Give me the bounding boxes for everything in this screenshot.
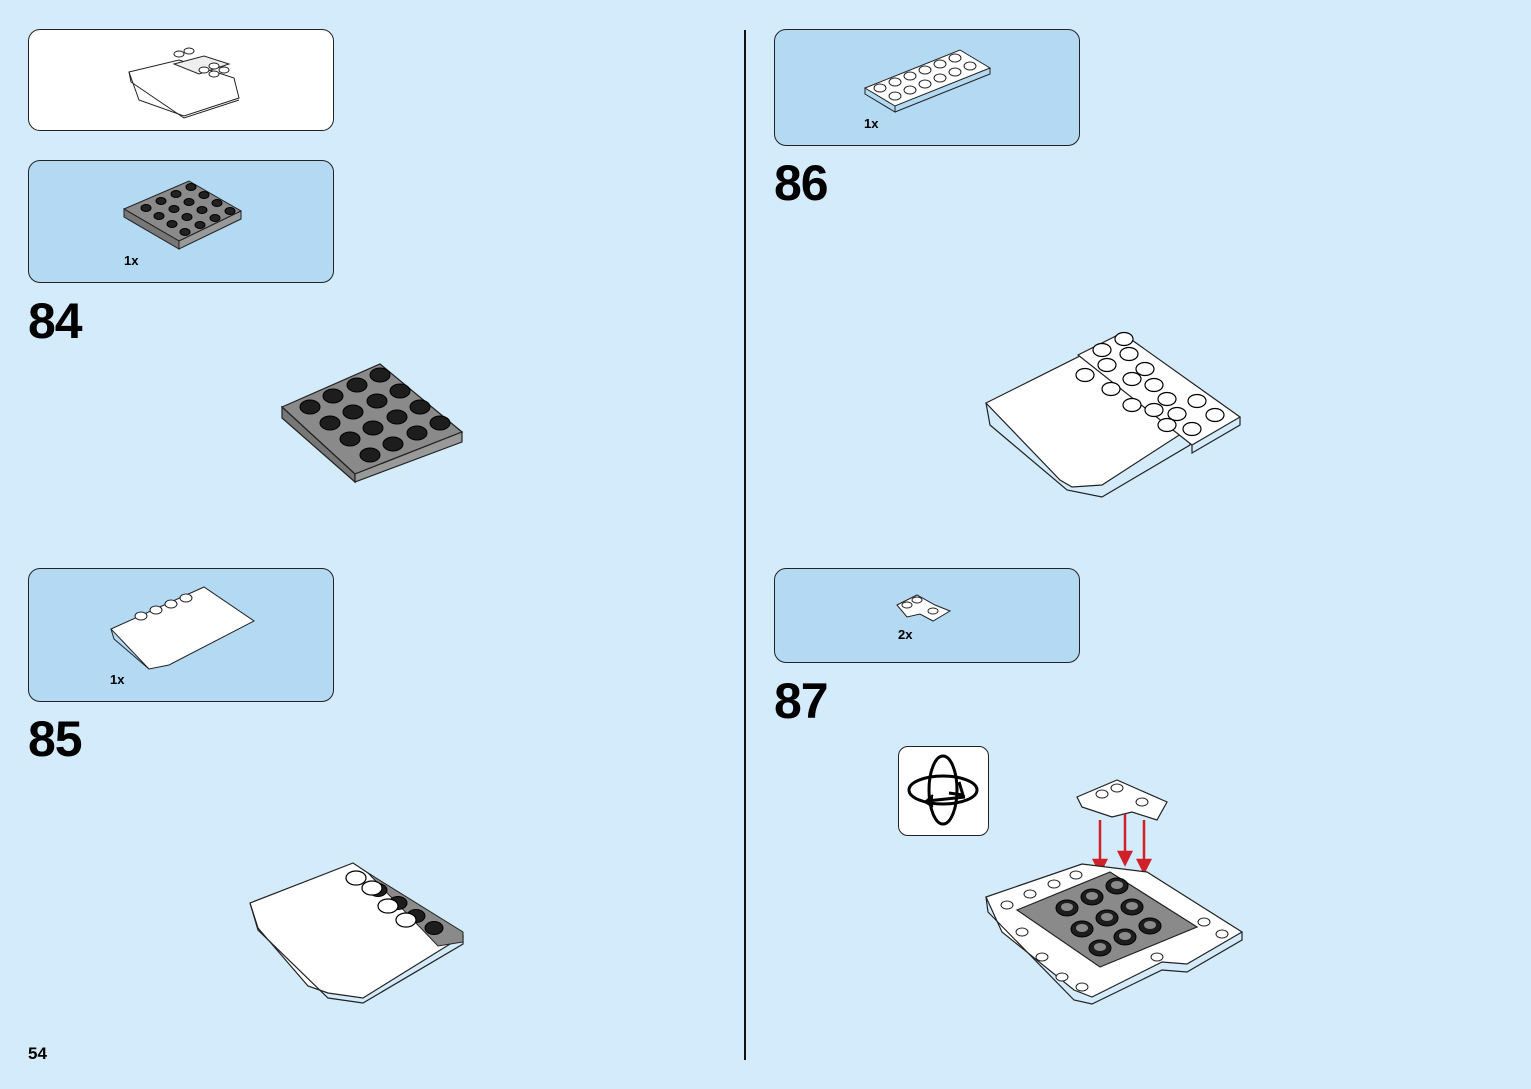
plate-4x4-dark-gray-part	[29, 161, 335, 284]
step-87-illustration	[982, 772, 1247, 1007]
curved-slope-white-part	[29, 569, 335, 703]
parts-list-step-87: 2x	[774, 568, 1080, 663]
part-quantity: 1x	[110, 672, 124, 687]
plate-2x6-white-part	[775, 30, 1081, 147]
part-quantity: 1x	[864, 116, 878, 131]
plate-corner-white-part	[775, 569, 1081, 664]
page-number: 54	[28, 1044, 47, 1064]
step-85-illustration	[248, 858, 473, 1008]
submodel-illustration	[29, 30, 335, 132]
part-quantity: 1x	[124, 253, 138, 268]
step-84-illustration	[280, 362, 470, 482]
page-divider	[744, 30, 746, 1060]
parts-list-step-84: 1x	[28, 160, 334, 283]
step-number: 85	[28, 714, 82, 764]
part-quantity: 2x	[898, 627, 912, 642]
step-86-illustration	[982, 325, 1247, 505]
submodel-callout	[28, 29, 334, 131]
step-number: 87	[774, 676, 828, 726]
step-number: 86	[774, 158, 828, 208]
rotate-model-icon	[899, 747, 987, 833]
step-number: 84	[28, 296, 82, 346]
parts-list-step-86: 1x	[774, 29, 1080, 146]
parts-list-step-85: 1x	[28, 568, 334, 702]
rotate-model-callout	[898, 746, 989, 836]
